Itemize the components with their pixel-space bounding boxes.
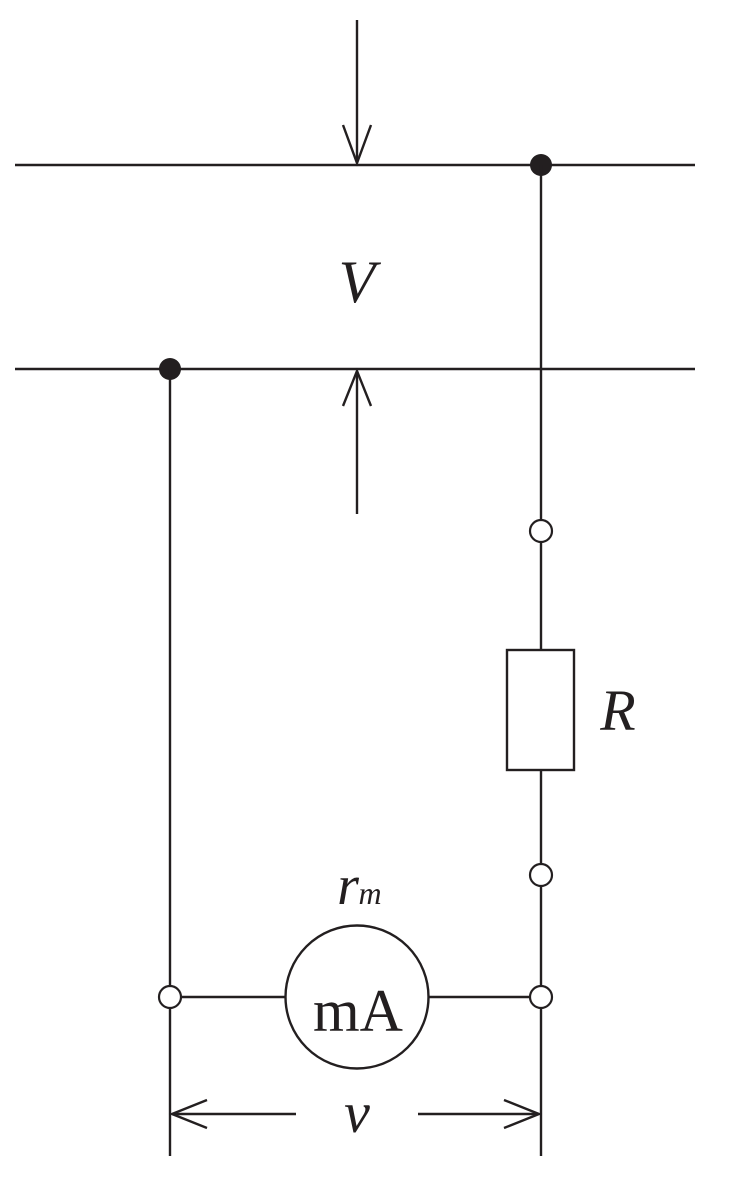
voltage-arrow-bottom: [341, 367, 373, 514]
voltage-arrow-top: [341, 20, 373, 167]
terminal-upper-r: [528, 518, 554, 544]
line-voltage-label: V: [339, 249, 382, 315]
meter-resistance-subscript: m: [358, 875, 381, 911]
meter-label: mA: [313, 978, 403, 1044]
terminal-meter-left: [157, 984, 183, 1010]
resistor: [505, 648, 576, 772]
milliammeter: [284, 924, 430, 1070]
measured-voltage-arrow-left: [168, 1098, 296, 1130]
terminal-meter-right: [528, 984, 554, 1010]
terminal-lower-r: [528, 862, 554, 888]
measured-voltage-arrow-right: [418, 1098, 543, 1130]
resistor-label: R: [599, 678, 635, 743]
meter-resistance-label: r: [337, 855, 359, 917]
measured-voltage-label: v: [344, 1080, 370, 1145]
